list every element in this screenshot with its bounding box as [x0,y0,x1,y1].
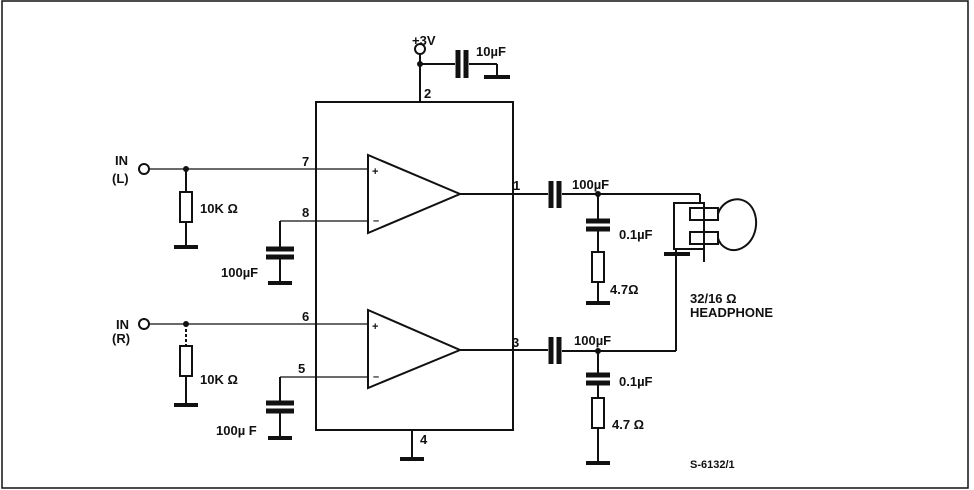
left-in-label: IN [115,153,128,168]
right-in-label: IN [116,317,129,332]
figure-code: S-6132/1 [690,459,735,471]
opamp-right-triangle [367,308,463,390]
right-input-resistor [179,345,193,377]
left-output-cap-label: 100µF [572,177,609,192]
ic-package [315,101,514,431]
pin-5-label: 5 [298,361,305,376]
left-resistor-label: 10K Ω [200,201,238,216]
pin-6-label: 6 [302,309,309,324]
left-zobel-cap-label: 0.1µF [619,227,653,242]
headphone-label: HEADPHONE [690,305,773,320]
right-input-terminal [138,318,150,330]
right-zobel-resistor [591,397,605,429]
pin-2-label: 2 [424,86,431,101]
headphone-impedance-label: 32/16 Ω [690,291,737,306]
left-channel-label: (L) [112,171,129,186]
left-zobel-resistor [591,251,605,283]
right-channel-label: (R) [112,331,130,346]
headphone-jack: 32/16 Ω HEADPHONE [664,194,773,351]
pin-8-label: 8 [302,205,309,220]
left-feedback-cap-label: 100µF [221,265,258,280]
right-output-cap-label: 100µF [574,333,611,348]
right-output-stage: 3 100µF 0.1µF 4.7 Ω [460,333,676,465]
right-resistor-label: 10K Ω [200,372,238,387]
headphone-earpiece [717,198,758,252]
left-input-stage: IN (L) 10K Ω 100µF 7 8 [112,153,368,285]
opamp-left: + – [367,153,463,235]
pin-4-label: 4 [420,432,428,447]
opamp-right-minus: – [373,371,379,383]
supply-voltage-label: +3V [412,33,436,48]
left-input-resistor [179,191,193,223]
right-input-stage: IN (R) 10K Ω 100µ F 6 5 [112,309,368,440]
headphone-jack-body [673,202,705,250]
opamp-left-minus: – [373,215,379,227]
pin-1-label: 1 [513,178,520,193]
left-input-terminal [138,163,150,175]
opamp-right: + – [367,308,463,390]
opamp-left-plus: + [372,166,378,178]
left-zobel-resistor-label: 4.7Ω [610,282,639,297]
power-supply: +3V 10µF 2 [412,33,510,102]
right-feedback-cap-label: 100µ F [216,423,257,438]
right-zobel-cap-label: 0.1µF [619,374,653,389]
ic-ground: 4 [400,430,428,461]
opamp-left-triangle [367,153,463,235]
pin-7-label: 7 [302,154,309,169]
right-zobel-resistor-label: 4.7 Ω [612,417,644,432]
opamp-right-plus: + [372,321,378,333]
pin-3-label: 3 [512,335,519,350]
supply-cap-label: 10µF [476,44,506,59]
left-output-stage: 1 100µF 0.1µF 4.7Ω [460,177,700,305]
